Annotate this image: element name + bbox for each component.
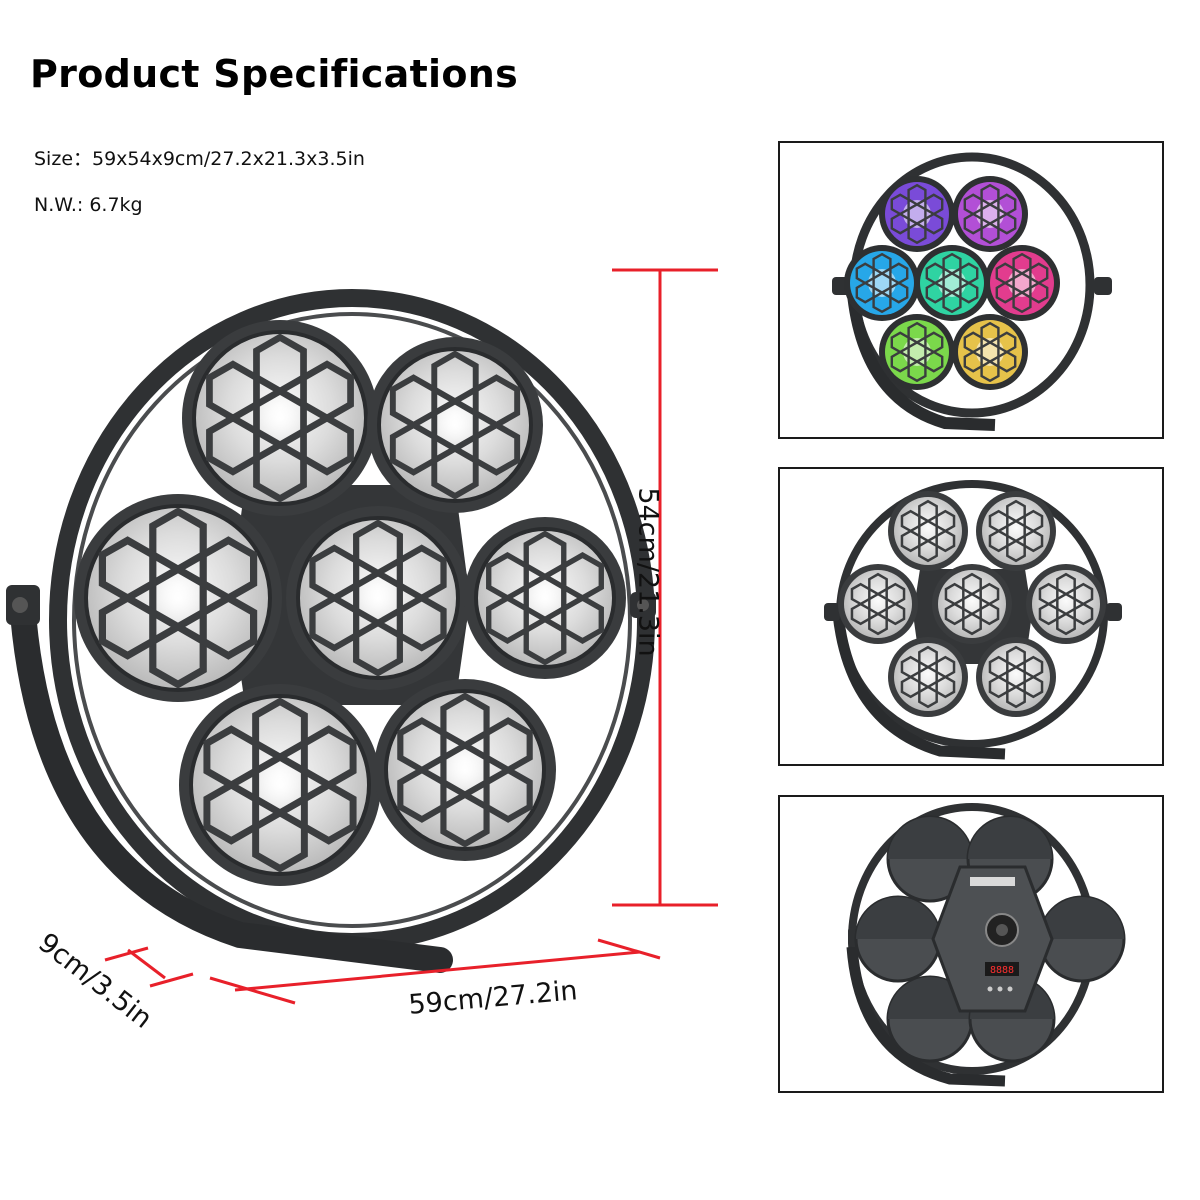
- lit-lens: [952, 176, 1028, 252]
- unlit-lens: [976, 491, 1056, 571]
- right-bracket: [630, 592, 656, 618]
- unlit-lens: [1026, 564, 1106, 644]
- lens-modules: [74, 320, 626, 886]
- lens-module: [367, 337, 543, 513]
- label-plate: [970, 877, 1015, 886]
- rear-housing: [854, 895, 942, 983]
- lit-lens: [984, 245, 1060, 321]
- lens-module: [182, 320, 378, 516]
- thumbnail-front-lit[interactable]: [778, 141, 1164, 439]
- spec-net-weight: N.W.: 6.7kg: [34, 194, 143, 216]
- lit-lens: [844, 245, 920, 321]
- lens-module: [286, 506, 470, 690]
- lens-module: [464, 517, 626, 679]
- lens-module: [374, 679, 556, 861]
- height-dimension-line: [612, 268, 718, 907]
- lit-lens: [914, 245, 990, 321]
- display-screen: [985, 962, 1019, 976]
- height-dimension-label: 54cm/21.3in: [632, 487, 664, 657]
- lens-module: [74, 494, 282, 702]
- lens-module: [179, 684, 381, 886]
- lit-lens: [952, 314, 1028, 390]
- unlit-lens: [888, 491, 968, 571]
- display-readout: 8888: [990, 965, 1014, 976]
- spec-size: Size：59x54x9cm/27.2x21.3x3.5in: [34, 148, 365, 170]
- thumbnail-front-unlit[interactable]: [778, 467, 1164, 766]
- unlit-lens: [976, 637, 1056, 717]
- thumbnail-back-panel[interactable]: 8888: [778, 795, 1164, 1093]
- unlit-lens: [838, 564, 918, 644]
- page-title: Product Specifications: [30, 52, 519, 96]
- lit-fixture-image: [832, 152, 1112, 431]
- back-panel-image: 8888: [846, 803, 1126, 1087]
- rear-housing: [886, 815, 974, 903]
- lit-lens: [879, 176, 955, 252]
- yoke-band: [9, 587, 453, 973]
- lit-lens: [879, 314, 955, 390]
- unlit-lens: [888, 637, 968, 717]
- left-bracket: [6, 585, 40, 625]
- unlit-lens: [932, 564, 1012, 644]
- unlit-fixture-image: [824, 480, 1122, 760]
- width-dimension-line: [209, 938, 661, 1005]
- depth-dimension-line: [104, 946, 194, 988]
